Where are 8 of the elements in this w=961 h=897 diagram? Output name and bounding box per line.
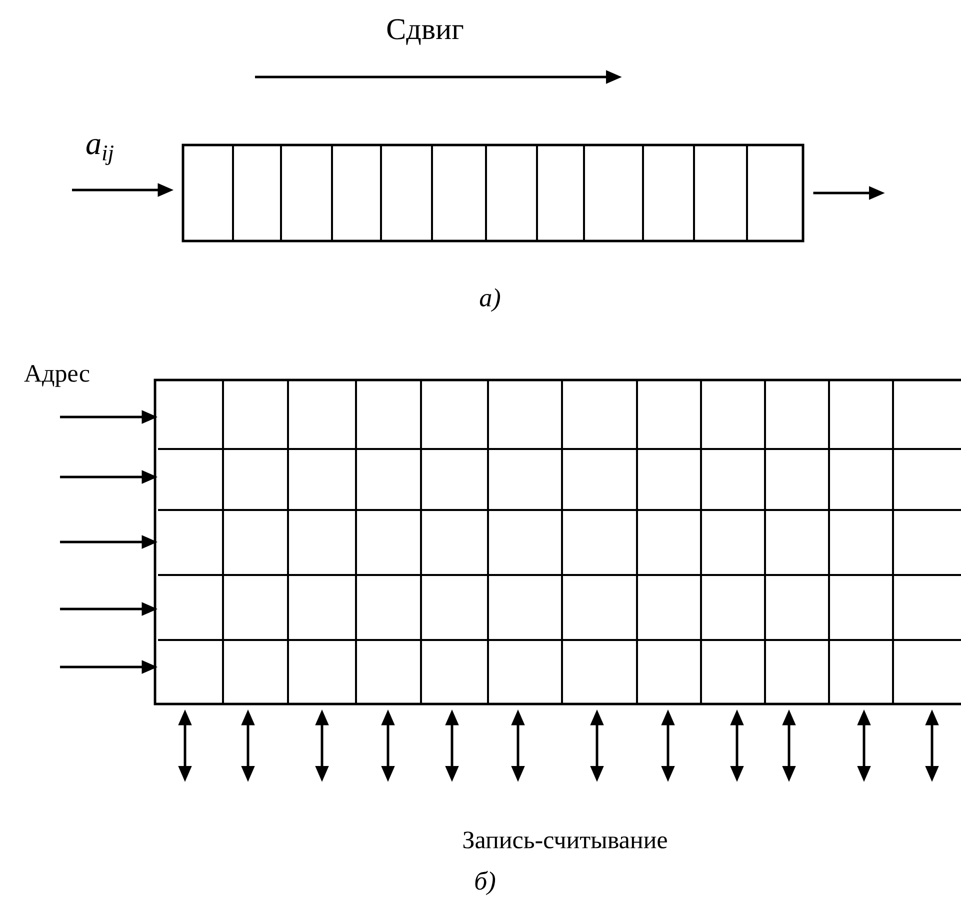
heading: Сдвиг [387,19,464,45]
shift-register [182,144,804,242]
input-label: Адрес [24,365,90,387]
output-label: Запись-считывание [463,832,667,848]
subfigure-caption: а) [480,288,500,312]
subfigure-caption: б) [475,870,496,896]
memory-grid [154,378,961,706]
variable-label: a$_{ij}$ [86,138,114,166]
